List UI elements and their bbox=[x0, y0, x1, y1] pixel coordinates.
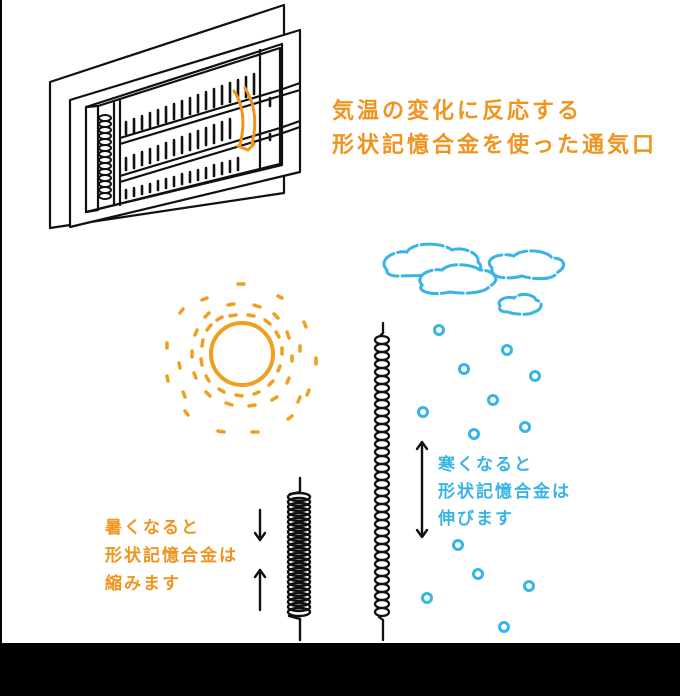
page-title: 気温の変化に反応する 形状記憶合金を使った通気口 bbox=[332, 95, 657, 163]
illustration-panel: 気温の変化に反応する 形状記憶合金を使った通気口 寒くなると 形状記憶合金は 伸… bbox=[2, 0, 680, 643]
cold-caption-line-2: 形状記憶合金は bbox=[438, 482, 571, 502]
cold-caption-line-3: 伸びます bbox=[438, 509, 514, 529]
compressed-spring-icon bbox=[286, 476, 312, 642]
cold-caption: 寒くなると 形状記憶合金は 伸びます bbox=[438, 452, 571, 533]
title-line-2: 形状記憶合金を使った通気口 bbox=[332, 133, 658, 158]
sun-icon bbox=[165, 282, 318, 434]
raindrops-icon bbox=[417, 324, 541, 633]
clouds-icon bbox=[382, 242, 566, 316]
stretched-spring-icon bbox=[373, 321, 391, 642]
hot-caption-line-3: 縮みます bbox=[105, 574, 181, 594]
cold-caption-line-1: 寒くなると bbox=[438, 455, 533, 475]
vent-icon bbox=[48, 3, 302, 230]
hot-caption-line-2: 形状記憶合金は bbox=[105, 546, 238, 566]
illustration-canvas bbox=[48, 3, 566, 642]
louver-motion-icon bbox=[232, 86, 257, 152]
double-arrow-vertical-icon bbox=[415, 440, 429, 539]
title-line-1: 気温の変化に反応する bbox=[332, 99, 583, 124]
hot-caption: 暑くなると 形状記憶合金は 縮みます bbox=[105, 514, 238, 598]
hot-caption-line-1: 暑くなると bbox=[105, 518, 200, 538]
converging-arrows-icon bbox=[253, 508, 267, 612]
